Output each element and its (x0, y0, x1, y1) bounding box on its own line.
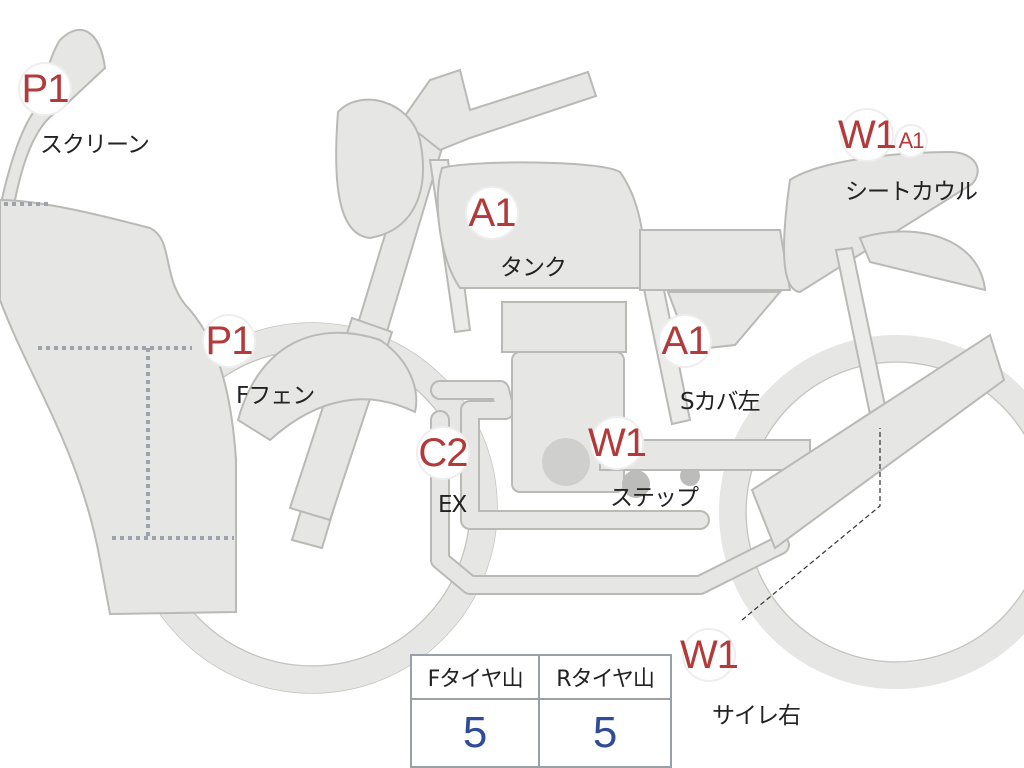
silencer-right-marker-code: W1 (684, 630, 734, 680)
seat-cowl-label: シートカウル (845, 172, 977, 206)
tank-marker-code: A1 (467, 188, 517, 238)
front-cowl (0, 200, 236, 614)
side-cover-left-label: Sカバ左 (680, 382, 760, 416)
handlebar (402, 70, 596, 150)
step-label: ステップ (610, 478, 698, 512)
screen-label: スクリーン (40, 125, 149, 159)
tire-tread-header-row: Fタイヤ山 Rタイヤ山 (411, 655, 671, 699)
exhaust-label: EX (438, 492, 466, 518)
rear-tire-header: Rタイヤ山 (539, 655, 671, 699)
tire-tread-table: Fタイヤ山 Rタイヤ山 5 5 (410, 654, 672, 768)
seat (640, 230, 790, 290)
front-fender-label: Fフェン (236, 376, 314, 410)
side-cover-left-marker-code: A1 (660, 316, 710, 366)
exhaust-marker-code: C2 (418, 428, 468, 478)
tank-label: タンク (500, 248, 566, 282)
front-tire-value: 5 (411, 699, 539, 767)
seat-cowl-secondary-code: A1 (896, 126, 926, 156)
tail-fin (860, 231, 985, 290)
step-marker-code: W1 (592, 418, 642, 468)
silencer-right-label: サイレ右 (712, 696, 800, 730)
front-tire-header: Fタイヤ山 (411, 655, 539, 699)
rear-tire-value: 5 (539, 699, 671, 767)
tire-tread-value-row: 5 5 (411, 699, 671, 767)
screen-marker-code: P1 (20, 64, 70, 114)
seat-cowl-marker-code: W1 (842, 110, 892, 160)
front-fender-marker-code: P1 (204, 316, 254, 366)
